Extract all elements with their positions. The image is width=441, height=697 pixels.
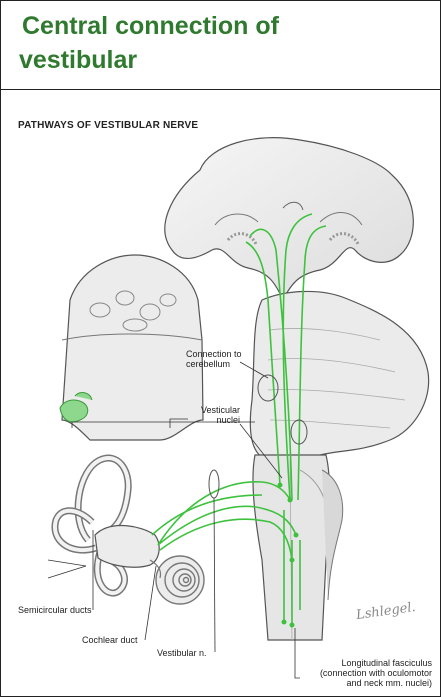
midbrain-section [165,138,413,300]
label-vestibular-nuclei: Vesticular nuclei [188,405,240,425]
label-longitudinal-line2: (connection with oculomotor [304,668,432,678]
label-longitudinal-line3: and neck mm. nuclei) [304,678,432,688]
cochlea [156,556,204,604]
label-longitudinal-line1: Longitudinal fasciculus [304,658,432,668]
label-vestibular-nuclei-line2: nuclei [188,415,240,425]
vestibule [95,526,159,568]
label-connection-line1: Connection to [186,349,242,359]
vestibular-nuclei-highlight [60,400,88,422]
label-semicircular-ducts: Semicircular ducts [18,605,92,615]
label-vestibular-nuclei-line1: Vesticular [188,405,240,415]
label-longitudinal-fasciculus: Longitudinal fasciculus (connection with… [304,658,432,688]
label-connection-line2: cerebellum [186,359,242,369]
label-cochlear-duct: Cochlear duct [82,635,138,645]
figure-heading: PATHWAYS OF VESTIBULAR NERVE [18,120,198,131]
label-connection-to-cerebellum: Connection to cerebellum [186,349,242,369]
label-vestibular-n: Vestibular n. [157,648,207,658]
